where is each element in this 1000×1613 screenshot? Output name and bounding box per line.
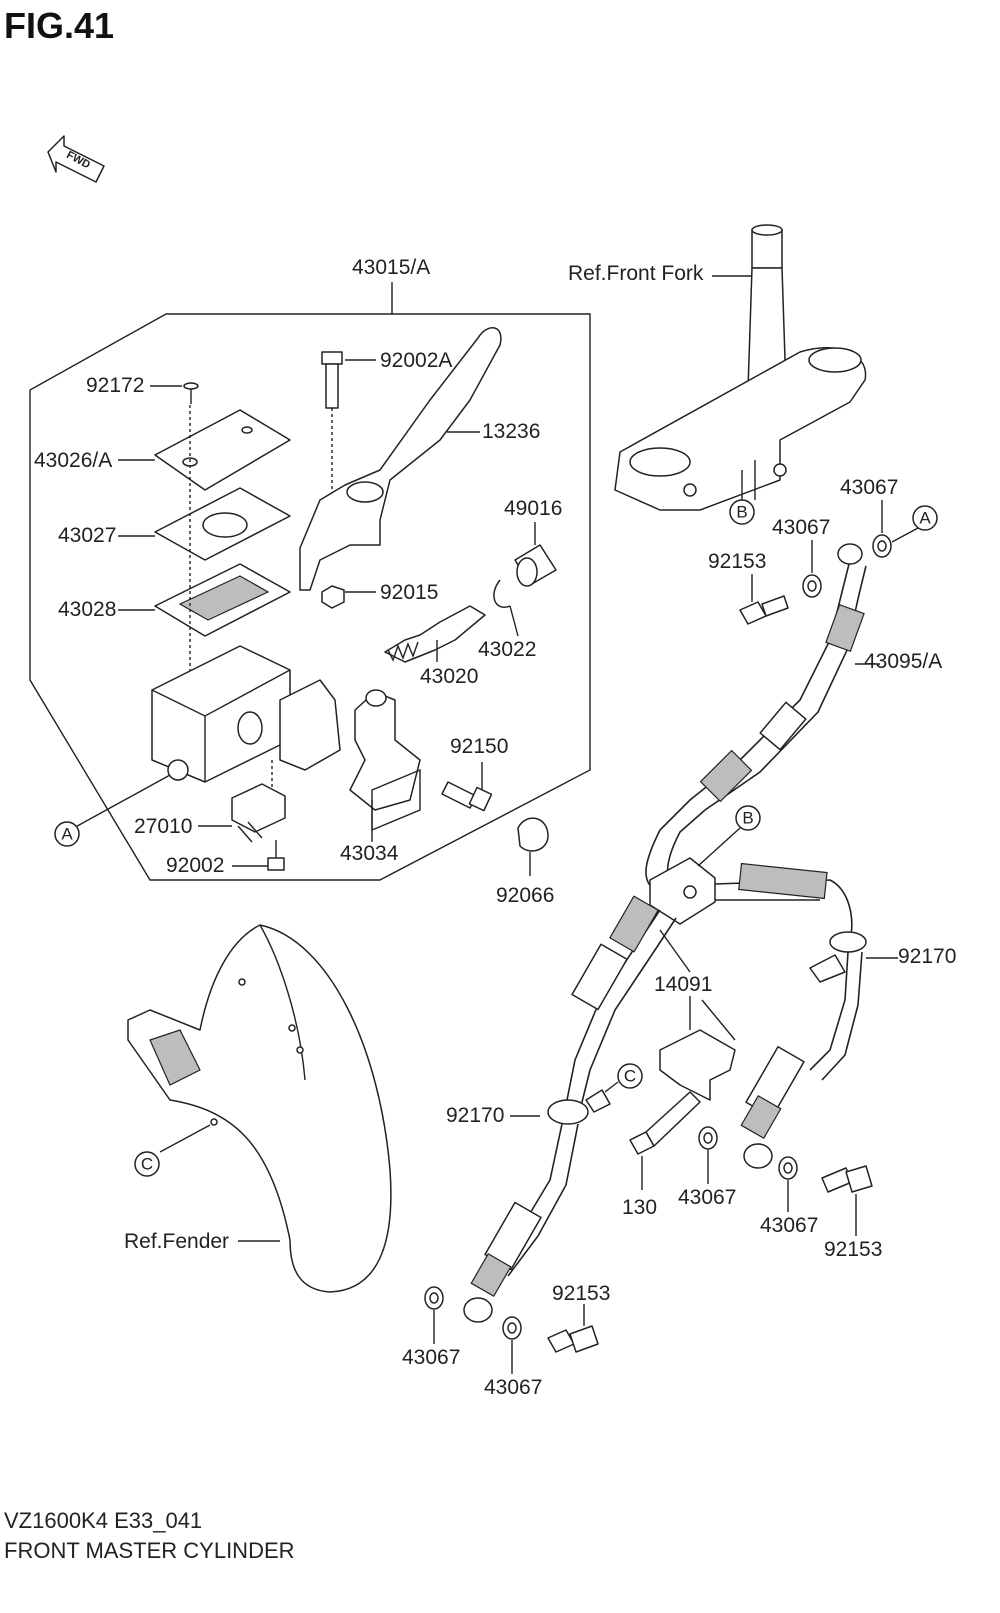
part-label-43034: 43034	[340, 842, 399, 865]
callout-a-right: A	[912, 505, 938, 531]
screw-92002	[232, 840, 285, 871]
part-label-92153-br: 92153	[824, 1238, 882, 1261]
screw-92172	[150, 382, 199, 404]
triple-clamp	[614, 347, 867, 511]
brake-lever	[299, 327, 502, 591]
part-label-43067-br-a: 43067	[678, 1186, 736, 1209]
rubber-cap	[517, 817, 549, 876]
brake-hose-left	[463, 1089, 611, 1323]
figure-title: FIG.41	[4, 5, 114, 46]
svg-text:A: A	[919, 509, 931, 528]
washer-43067-br-b	[778, 1156, 798, 1212]
part-label-14091: 14091	[654, 973, 712, 996]
part-label-27010: 27010	[134, 815, 192, 838]
diaphragm	[118, 563, 291, 637]
bolt-92153-br	[821, 1165, 873, 1236]
part-label-43067-br-b: 43067	[760, 1214, 818, 1237]
part-label-92153-top: 92153	[708, 550, 766, 573]
bolt-92153-top	[739, 574, 789, 625]
model-code: VZ1600K4 E33_041	[4, 1508, 202, 1533]
svg-text:B: B	[742, 809, 753, 828]
washer-43067-bl-b	[502, 1316, 522, 1374]
svg-text:B: B	[736, 503, 747, 522]
part-label-43020: 43020	[420, 665, 478, 688]
part-label-13236: 13236	[482, 420, 540, 443]
part-label-43026a: 43026/A	[34, 449, 112, 472]
figure-caption: FRONT MASTER CYLINDER	[4, 1538, 295, 1563]
part-label-43067-bl-a: 43067	[402, 1346, 460, 1369]
brake-hose-right	[740, 1046, 805, 1169]
part-label-92002a: 92002A	[380, 349, 452, 372]
part-label-43095a: 43095/A	[864, 650, 942, 673]
nut-92015	[321, 585, 376, 609]
part-label-43067-top-a: 43067	[840, 476, 898, 499]
part-label-43028: 43028	[58, 598, 116, 621]
part-label-92015: 92015	[380, 581, 438, 604]
part-label-43022: 43022	[478, 638, 536, 661]
svg-text:C: C	[624, 1067, 636, 1086]
hose-clamp	[659, 996, 736, 1101]
brake-hose	[645, 543, 880, 891]
svg-text:C: C	[141, 1155, 153, 1174]
piston-assembly	[384, 605, 486, 663]
part-label-92170-left: 92170	[446, 1104, 504, 1127]
pivot-bolt	[321, 351, 376, 520]
part-label-92170-right: 92170	[898, 945, 956, 968]
callout-b-junction: B	[697, 805, 761, 867]
washer-43067-br-a	[698, 1126, 718, 1184]
assembly-boundary: 43015/A	[29, 256, 591, 881]
ref-front-fork: Ref.Front Fork	[568, 262, 704, 285]
callout-a-left: A	[54, 821, 80, 847]
callout-b-fork: B	[729, 470, 755, 525]
callout-c-hose: C	[604, 1063, 643, 1093]
forward-arrow-icon: FWD	[47, 135, 105, 183]
part-label-130: 130	[622, 1196, 657, 1219]
hose-junction	[564, 857, 853, 1111]
callout-c-fender: C	[134, 1151, 160, 1177]
front-fender	[127, 924, 392, 1293]
part-label-43067-top-b: 43067	[772, 516, 830, 539]
clamp-bracket	[349, 689, 421, 842]
svg-text:A: A	[61, 825, 73, 844]
dust-boot	[514, 522, 557, 587]
part-label-92150: 92150	[450, 735, 508, 758]
bolt-92150	[441, 762, 493, 812]
banjo-92170-right	[809, 931, 898, 1081]
reservoir-cap	[118, 409, 291, 491]
part-label-92153-bl: 92153	[552, 1282, 610, 1305]
brake-switch	[198, 760, 286, 843]
part-label-92002: 92002	[166, 854, 224, 877]
circlip	[493, 579, 519, 637]
part-label-92066: 92066	[496, 884, 554, 907]
ref-fender: Ref.Fender	[124, 1230, 229, 1253]
master-cylinder-body	[69, 645, 341, 831]
part-label-49016: 49016	[504, 497, 562, 520]
part-label-43027: 43027	[58, 524, 116, 547]
assembly-label: 43015/A	[352, 256, 430, 279]
cap-plate	[118, 487, 291, 561]
part-label-92172: 92172	[86, 374, 144, 397]
bolt-92153-bl	[547, 1304, 599, 1353]
washer-43067-top-a	[872, 500, 919, 558]
part-label-43067-bl-b: 43067	[484, 1376, 542, 1399]
washer-43067-bl-a	[424, 1286, 444, 1344]
bolt-130	[629, 1091, 701, 1190]
washer-43067-top-b	[802, 540, 822, 598]
